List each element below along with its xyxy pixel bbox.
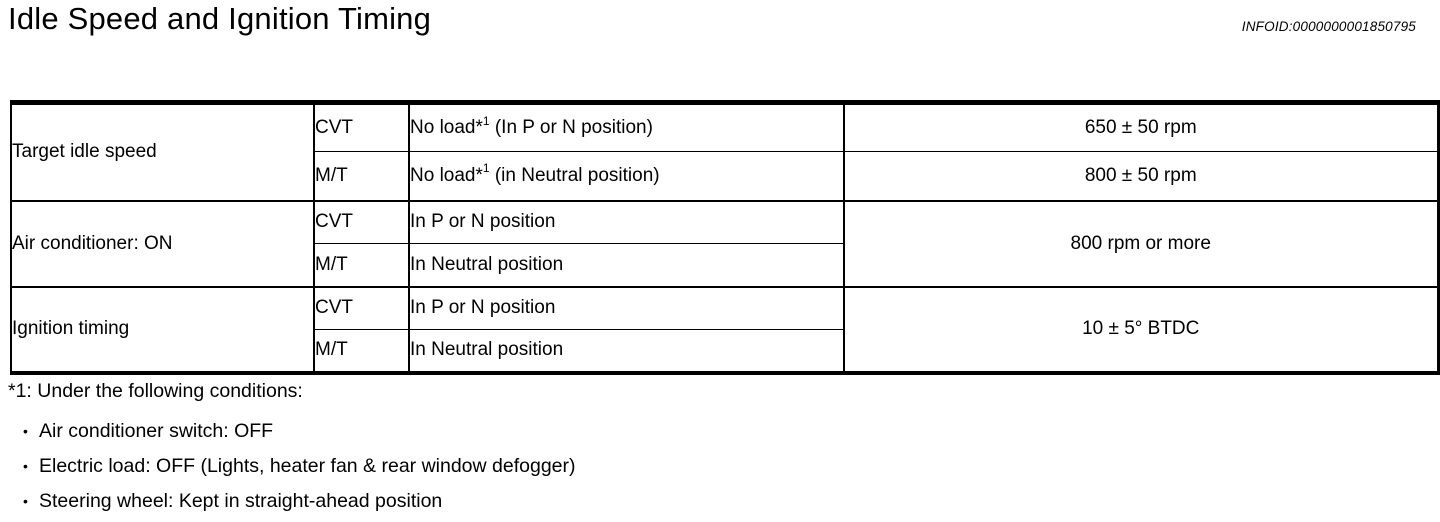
transmission-cell: M/T (313, 243, 410, 287)
footnote-marker: 1 (482, 113, 490, 128)
list-item: • Electric load: OFF (Lights, heater fan… (8, 454, 576, 478)
table-row: M/T In Neutral position (11, 243, 1438, 287)
transmission-cell: M/T (313, 329, 410, 373)
list-item: • Steering wheel: Kept in straight-ahead… (8, 489, 576, 513)
footnotes-section: *1: Under the following conditions: • Ai… (8, 379, 576, 522)
condition-cell: No load*1 (In P or N position) (408, 102, 845, 152)
table-row: Target idle speed CVT No load*1 (In P or… (10, 102, 1439, 201)
condition-cell: In Neutral position (408, 329, 845, 373)
spec-label-target-idle-speed: Target idle speed (10, 102, 315, 201)
bullet-icon: • (23, 458, 28, 474)
footnote-list: • Air conditioner switch: OFF • Electric… (8, 419, 576, 513)
condition-text: No load* (410, 117, 483, 138)
page-title: Idle Speed and Ignition Timing (8, 1, 432, 36)
condition-text: (in Neutral position) (489, 164, 660, 186)
value-cell: 650 ± 50 rpm (843, 102, 1439, 152)
table-row: Ignition timing CVT In P or N position 1… (10, 285, 1439, 373)
list-item: • Air conditioner switch: OFF (8, 419, 576, 443)
table-row: M/T In Neutral position (11, 329, 1438, 373)
spec-label-ignition-timing: Ignition timing (10, 285, 315, 373)
transmission-cell: CVT (313, 199, 410, 244)
bullet-icon: • (23, 493, 28, 509)
footnote-marker: 1 (482, 161, 490, 176)
bullet-icon: • (23, 423, 28, 439)
condition-cell: In Neutral position (408, 243, 845, 287)
condition-cell: In P or N position (408, 285, 845, 330)
transmission-cell: CVT (313, 102, 410, 152)
condition-text: No load* (410, 164, 483, 186)
value-cell: 800 rpm or more (843, 199, 1439, 287)
condition-cell: No load*1 (in Neutral position) (408, 151, 845, 201)
value-cell: 800 ± 50 rpm (843, 151, 1439, 201)
table-row: M/T No load*1 (in Neutral position) 800 … (11, 151, 1439, 201)
spec-table: Target idle speed CVT No load*1 (In P or… (10, 100, 1440, 375)
value-cell: 10 ± 5° BTDC (843, 285, 1439, 373)
footnote-heading: *1: Under the following conditions: (8, 380, 303, 402)
condition-text: (In P or N position) (489, 117, 653, 138)
transmission-cell: M/T (313, 151, 410, 201)
footnote-text: Air conditioner switch: OFF (39, 420, 274, 442)
transmission-cell: CVT (313, 285, 410, 330)
condition-cell: In P or N position (408, 199, 845, 244)
spec-label-air-conditioner: Air conditioner: ON (10, 199, 315, 287)
footnote-text: Electric load: OFF (Lights, heater fan &… (39, 455, 576, 477)
infoid-reference: INFOID:0000000001850795 (1241, 19, 1416, 34)
footnote-text: Steering wheel: Kept in straight-ahead p… (39, 490, 443, 512)
table-row: Air conditioner: ON CVT In P or N positi… (10, 199, 1439, 287)
